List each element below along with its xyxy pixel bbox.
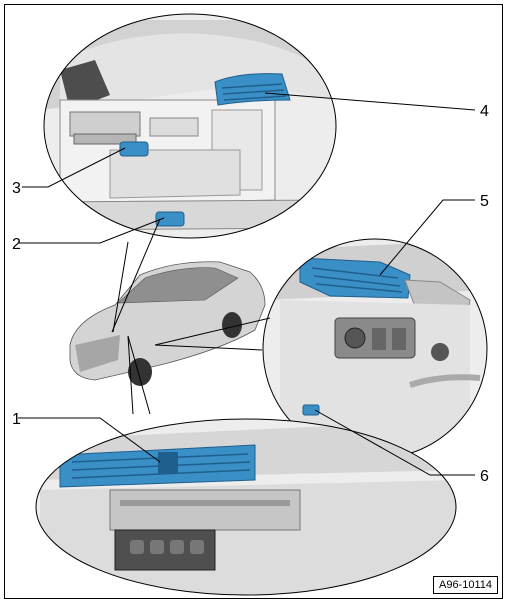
figure-frame [4,4,503,599]
vehicle-illustration [69,261,266,386]
callout-leaders [18,92,476,476]
connector-lines [111,218,271,415]
callout-label-4: 4 [480,103,489,120]
callout-label-1: 1 [12,411,21,428]
callout-label-6: 6 [480,468,489,485]
detail-bottom-center [35,418,457,596]
figure-reference-code: A96-10114 [432,576,498,594]
detail-right-driver [262,238,488,460]
detail-top-glovebox [43,13,337,239]
callout-label-3: 3 [12,180,21,197]
callout-label-5: 5 [480,193,489,210]
callout-label-2: 2 [12,236,21,253]
